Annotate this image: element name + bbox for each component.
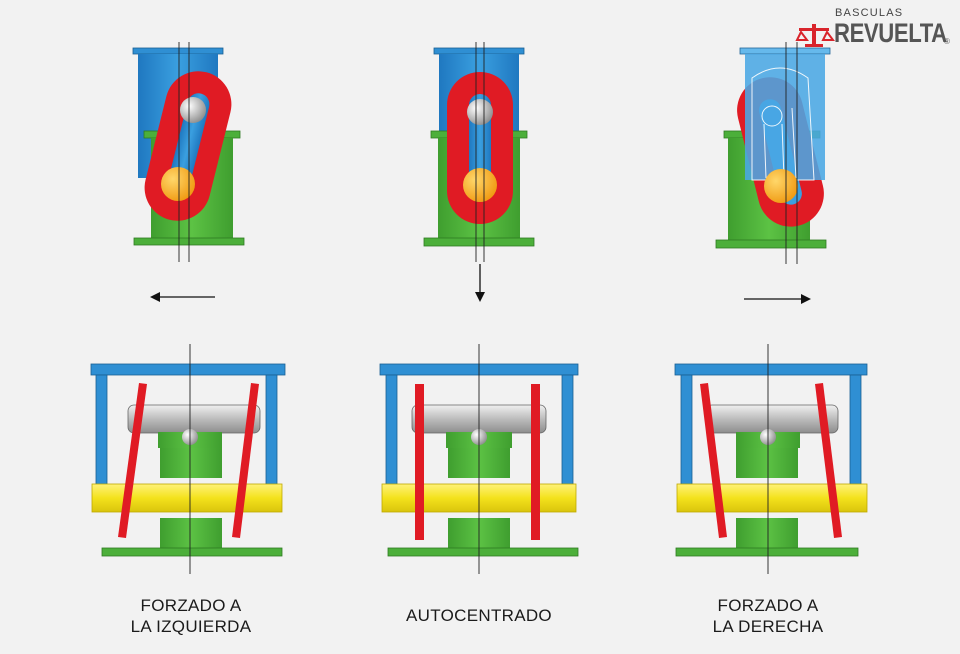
caption-center-line1: AUTOCENTRADO [406,606,552,625]
front-view-right [674,344,868,574]
red-rod [531,384,540,540]
red-rod [815,383,842,538]
top-view-left [132,42,245,262]
top-view-center [423,42,535,262]
red-rod [415,384,424,540]
brand-line1: BASCULAS [835,7,904,19]
orange-ball [764,169,798,203]
caption-left-line1: FORZADO A [140,596,242,615]
grey-ball [180,97,206,123]
red-rod [118,383,147,538]
red-rod [700,383,727,538]
front-view-left [90,344,286,574]
caption-right: FORZADO A LA DERECHA [668,595,868,637]
brand-line2: REVUELTA [834,18,947,48]
caption-right-line2: LA DERECHA [712,617,824,636]
orange-ball [161,167,195,201]
front-view-center [379,344,579,574]
red-rod [232,383,259,538]
caption-left: FORZADO A LA IZQUIERDA [91,595,291,637]
caption-right-line1: FORZADO A [717,596,819,615]
registered-mark: ® [944,37,950,46]
orange-ball [463,168,497,202]
yellow-bar [91,483,283,513]
top-view-right [715,42,831,264]
yellow-bar [676,483,868,513]
grey-ball [467,99,493,125]
roller [127,404,261,434]
scale-icon [795,24,835,47]
caption-left-line2: LA IZQUIERDA [130,617,252,636]
caption-center: AUTOCENTRADO [379,605,579,626]
